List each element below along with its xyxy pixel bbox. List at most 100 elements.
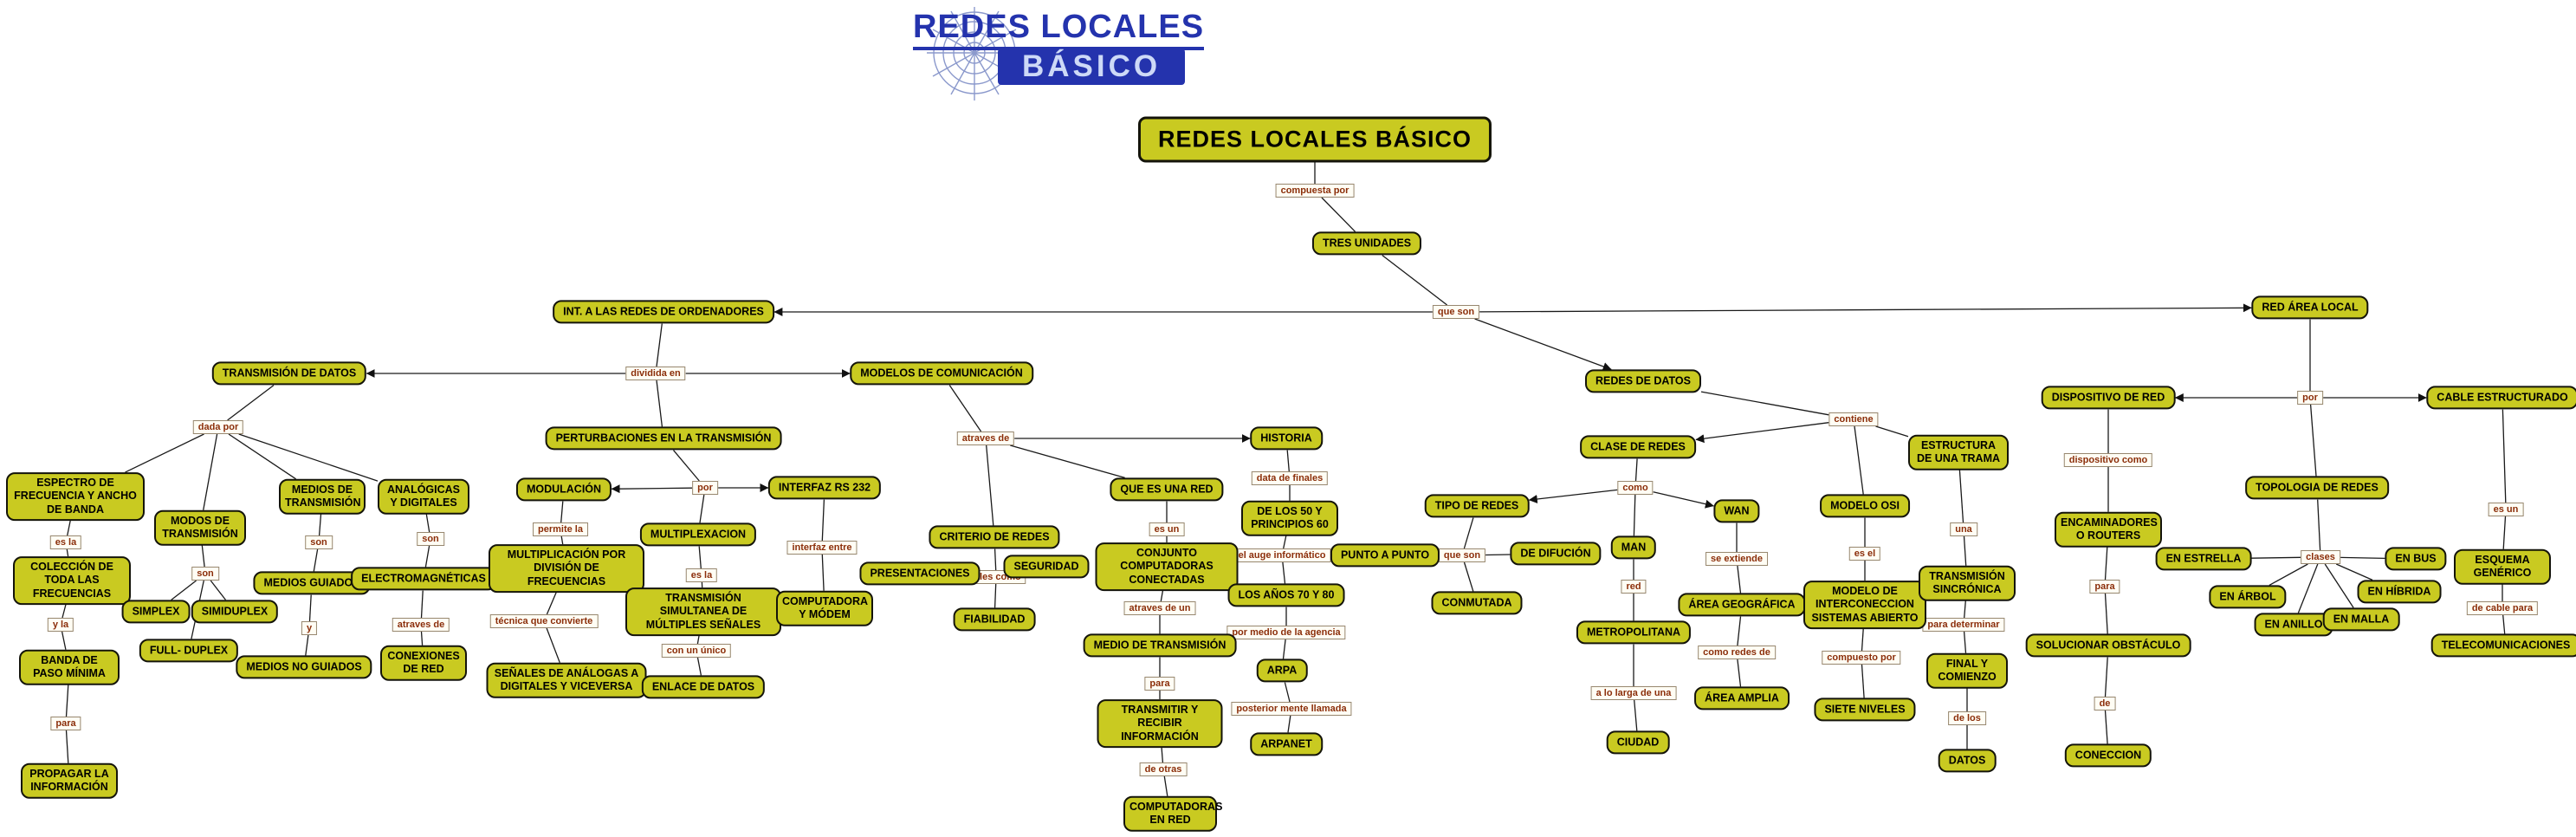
concept-datos[interactable]: DATOS [1938,749,1997,773]
concept-encaminadores[interactable]: ENCAMINADORES O ROUTERS [2055,511,2162,548]
concept-anos-70-80[interactable]: LOS AÑOS 70 Y 80 [1227,583,1345,607]
concept-punto-a-punto[interactable]: PUNTO A PUNTO [1330,543,1440,568]
concept-espectro[interactable]: ESPECTRO DE FRECUENCIA Y ANCHO DE BANDA [6,472,145,521]
concept-coneccion[interactable]: CONECCION [2064,743,2152,768]
concept-de-difucion[interactable]: DE DIFUCIÓN [1510,542,1602,566]
linking-phrase-l-atraves-1[interactable]: atraves de [392,618,450,632]
concept-presentaciones[interactable]: PRESENTACIONES [859,561,981,586]
concept-man[interactable]: MAN [1610,535,1657,560]
concept-estructura-trama[interactable]: ESTRUCTURA DE UNA TRAMA [1908,434,2009,470]
linking-phrase-l-lo-larga[interactable]: a lo larga de una [1590,686,1677,700]
concept-tipo-redes[interactable]: TIPO DE REDES [1424,494,1530,518]
concept-fiabilidad[interactable]: FIABILIDAD [953,607,1036,632]
linking-phrase-l-permite[interactable]: permite la [533,522,588,536]
concept-wan[interactable]: WAN [1713,499,1760,523]
concept-en-estrella[interactable]: EN ESTRELLA [2155,547,2252,571]
linking-phrase-l-es-un-1[interactable]: es un [1149,522,1185,536]
linking-phrase-l-compuesto[interactable]: compuesto por [1822,651,1901,665]
linking-phrase-l-atraves-2[interactable]: atraves de [956,431,1015,445]
linking-phrase-l-es-la-2[interactable]: es la [685,568,718,582]
concept-arpanet[interactable]: ARPANET [1250,732,1323,756]
linking-phrase-l-se-extiende[interactable]: se extiende [1705,552,1768,566]
linking-phrase-l-para-det[interactable]: para determinar [1922,618,2005,632]
linking-phrase-l-por-2[interactable]: por [2297,391,2323,405]
concept-enlace-datos[interactable]: ENLACE DE DATOS [641,675,766,699]
concept-simplex[interactable]: SIMPLEX [121,600,191,624]
linking-phrase-l-de-cable[interactable]: de cable para [2466,601,2539,615]
concept-electromagneticas[interactable]: ELECTROMAGNÉTICAS [351,567,496,591]
linking-phrase-l-son-1[interactable]: son [191,567,219,581]
concept-en-bus[interactable]: EN BUS [2385,547,2447,571]
concept-conexiones-red[interactable]: CONEXIONES DE RED [380,645,467,681]
concept-modelo-inter[interactable]: MODELO DE INTERCONECCION SISTEMAS ABIERT… [1803,581,1926,629]
linking-phrase-l-contiene[interactable]: contiene [1828,412,1879,426]
concept-propagar[interactable]: PROPAGAR LA INFORMACIÓN [21,762,118,799]
concept-topologia[interactable]: TOPOLOGIA DE REDES [2245,476,2389,500]
concept-mult-division[interactable]: MULTIPLICACIÓN POR DIVISIÓN DE FRECUENCI… [489,544,644,593]
concept-analog-digit[interactable]: ANALÓGICAS Y DIGITALES [378,478,469,515]
concept-cable-estructurado[interactable]: CABLE ESTRUCTURADO [2426,386,2576,410]
linking-phrase-l-compuesta[interactable]: compuesta por [1275,184,1355,198]
concept-de-los-50[interactable]: DE LOS 50 Y PRINCIPIOS 60 [1241,500,1338,536]
concept-criterio-redes[interactable]: CRITERIO DE REDES [929,525,1060,549]
linking-phrase-l-como[interactable]: como [1617,481,1654,495]
linking-phrase-l-para-2[interactable]: para [1144,677,1175,691]
concept-root[interactable]: REDES LOCALES BÁSICO [1137,116,1492,163]
concept-computadoras-red[interactable]: COMPUTADORAS EN RED [1123,795,1222,832]
concept-metropolitana[interactable]: METROPOLITANA [1576,620,1692,645]
linking-phrase-l-es-la-1[interactable]: es la [49,535,82,549]
concept-en-anillo[interactable]: EN ANILLO [2254,613,2333,637]
concept-medios-guiados[interactable]: MEDIOS GUIADOS [253,571,371,595]
concept-full-duplex[interactable]: FULL- DUPLEX [139,639,239,663]
concept-modulacion[interactable]: MODULACIÓN [515,477,612,502]
concept-senales-analogas[interactable]: SEÑALES DE ANÁLOGAS A DIGITALES Y VICEVE… [486,662,647,698]
concept-medios-no-guiados[interactable]: MEDIOS NO GUIADOS [236,655,372,679]
concept-en-arbol[interactable]: EN ÁRBOL [2209,585,2287,609]
linking-phrase-l-disp-como[interactable]: dispositivo como [2063,453,2153,467]
concept-transmision-datos[interactable]: TRANSMISIÓN DE DATOS [211,361,367,386]
linking-phrase-l-red[interactable]: red [1621,580,1647,594]
concept-comp-modem[interactable]: COMPUTADORA Y MÓDEM [776,590,873,626]
concept-en-hibrida[interactable]: EN HÍBRIDA [2357,580,2442,604]
concept-medio-transmision[interactable]: MEDIO DE TRANSMISIÓN [1083,633,1237,658]
concept-arpa[interactable]: ARPA [1256,659,1308,683]
linking-phrase-l-es-el[interactable]: es el [1848,547,1881,561]
concept-transmitir-recibir[interactable]: TRANSMITIR Y RECIBIR INFORMACIÓN [1097,699,1223,748]
concept-area-amplia[interactable]: ÁREA AMPLIA [1694,686,1790,710]
concept-modelo-osi[interactable]: MODELO OSI [1820,494,1910,518]
linking-phrase-l-interfaz-entre[interactable]: interfaz entre [786,541,858,555]
concept-modelos-com[interactable]: MODELOS DE COMUNICACIÓN [850,361,1033,386]
concept-perturbaciones[interactable]: PERTURBACIONES EN LA TRANSMISIÓN [545,426,782,451]
concept-simiduplex[interactable]: SIMIDUPLEX [191,600,279,624]
linking-phrase-l-clases[interactable]: clases [2301,550,2340,564]
linking-phrase-l-posterior[interactable]: posterior mente llamada [1231,702,1352,716]
concept-telecomunicaciones[interactable]: TELECOMUNICACIONES [2430,633,2576,658]
linking-phrase-l-por-1[interactable]: por [692,481,718,495]
linking-phrase-l-agencia[interactable]: por medio de la agencia [1227,626,1346,639]
linking-phrase-l-y[interactable]: y [301,621,318,635]
concept-en-malla[interactable]: EN MALLA [2322,607,2400,632]
linking-phrase-l-para-3[interactable]: para [2089,580,2120,594]
linking-phrase-l-tecnica[interactable]: técnica que convierte [489,614,599,628]
linking-phrase-l-de-otras[interactable]: de otras [1139,762,1188,776]
linking-phrase-l-auge[interactable]: el auge informático [1233,548,1331,562]
concept-esquema-generico[interactable]: ESQUEMA GENÉRICO [2454,548,2551,585]
concept-area-geografica[interactable]: ÁREA GEOGRÁFICA [1678,593,1806,617]
linking-phrase-l-son-3[interactable]: son [417,532,444,546]
concept-dispositivo-red[interactable]: DISPOSITIVO DE RED [2041,386,2176,410]
concept-conjunto-comp[interactable]: CONJUNTO COMPUTADORAS CONECTADAS [1095,542,1239,591]
concept-ciudad[interactable]: CIUDAD [1606,730,1670,755]
concept-int-redes[interactable]: INT. A LAS REDES DE ORDENADORES [553,300,774,324]
concept-redes-datos[interactable]: REDES DE DATOS [1585,369,1701,393]
linking-phrase-l-dividida[interactable]: dividida en [625,367,686,380]
concept-multiplexacion[interactable]: MULTIPLEXACION [639,522,757,547]
linking-phrase-l-de[interactable]: de [2094,697,2116,710]
concept-trans-simultanea[interactable]: TRANSMISIÓN SIMULTANEA DE MÚLTIPLES SEÑA… [625,587,781,636]
concept-interfaz-rs232[interactable]: INTERFAZ RS 232 [767,476,882,500]
linking-phrase-l-para-1[interactable]: para [50,717,81,730]
linking-phrase-l-una[interactable]: una [1950,522,1977,536]
concept-clase-redes[interactable]: CLASE DE REDES [1580,435,1696,459]
concept-seguridad[interactable]: SEGURIDAD [1003,555,1090,579]
linking-phrase-l-con-unico[interactable]: con un único [661,644,732,658]
concept-siete-niveles[interactable]: SIETE NIVELES [1814,698,1916,722]
